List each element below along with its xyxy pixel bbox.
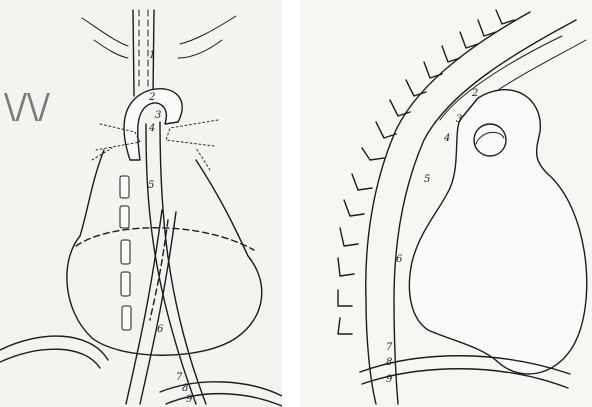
heart-outline (67, 150, 262, 355)
label-2: 2 (148, 92, 155, 103)
aortic-root-circle (474, 124, 506, 156)
label-6: 6 (396, 254, 403, 265)
label-4: 4 (443, 133, 450, 144)
clavicle-right (180, 16, 236, 44)
vertebral-column (120, 176, 131, 330)
label-3: 3 (456, 114, 462, 125)
label-7: 7 (176, 372, 183, 383)
stomach-curve-inner (166, 394, 282, 406)
bronchus-right (166, 120, 218, 146)
margin-handwritten-mark: \/\/ (4, 87, 50, 127)
label-6: 6 (157, 324, 164, 335)
label-5: 5 (148, 180, 154, 191)
label-9: 9 (386, 374, 393, 385)
label-8: 8 (182, 383, 188, 394)
label-5: 5 (424, 174, 430, 185)
label-9: 9 (186, 394, 193, 405)
right-panel-lateral-view: 2 3 4 5 6 7 8 9 (300, 0, 592, 407)
label-4: 4 (148, 123, 155, 134)
clavicle-left (82, 18, 128, 46)
bronchus-branch-right (196, 148, 210, 170)
left-anatomical-diagram: \/\/ 1 2 3 4 5 6 7 8 9 (0, 0, 282, 407)
right-anatomical-diagram: 2 3 4 5 6 7 8 9 (300, 0, 592, 407)
label-7: 7 (386, 342, 393, 353)
catheter-line-c (126, 210, 162, 404)
label-1: 1 (149, 50, 155, 61)
label-3: 3 (155, 110, 161, 121)
rib-left (94, 40, 128, 58)
diaphragm-curve-inner (0, 349, 100, 368)
label-8: 8 (386, 357, 392, 368)
trachea-wall-left (133, 10, 134, 96)
left-panel-anterior-view: \/\/ 1 2 3 4 5 6 7 8 9 (0, 0, 282, 407)
label-2: 2 (471, 88, 478, 99)
